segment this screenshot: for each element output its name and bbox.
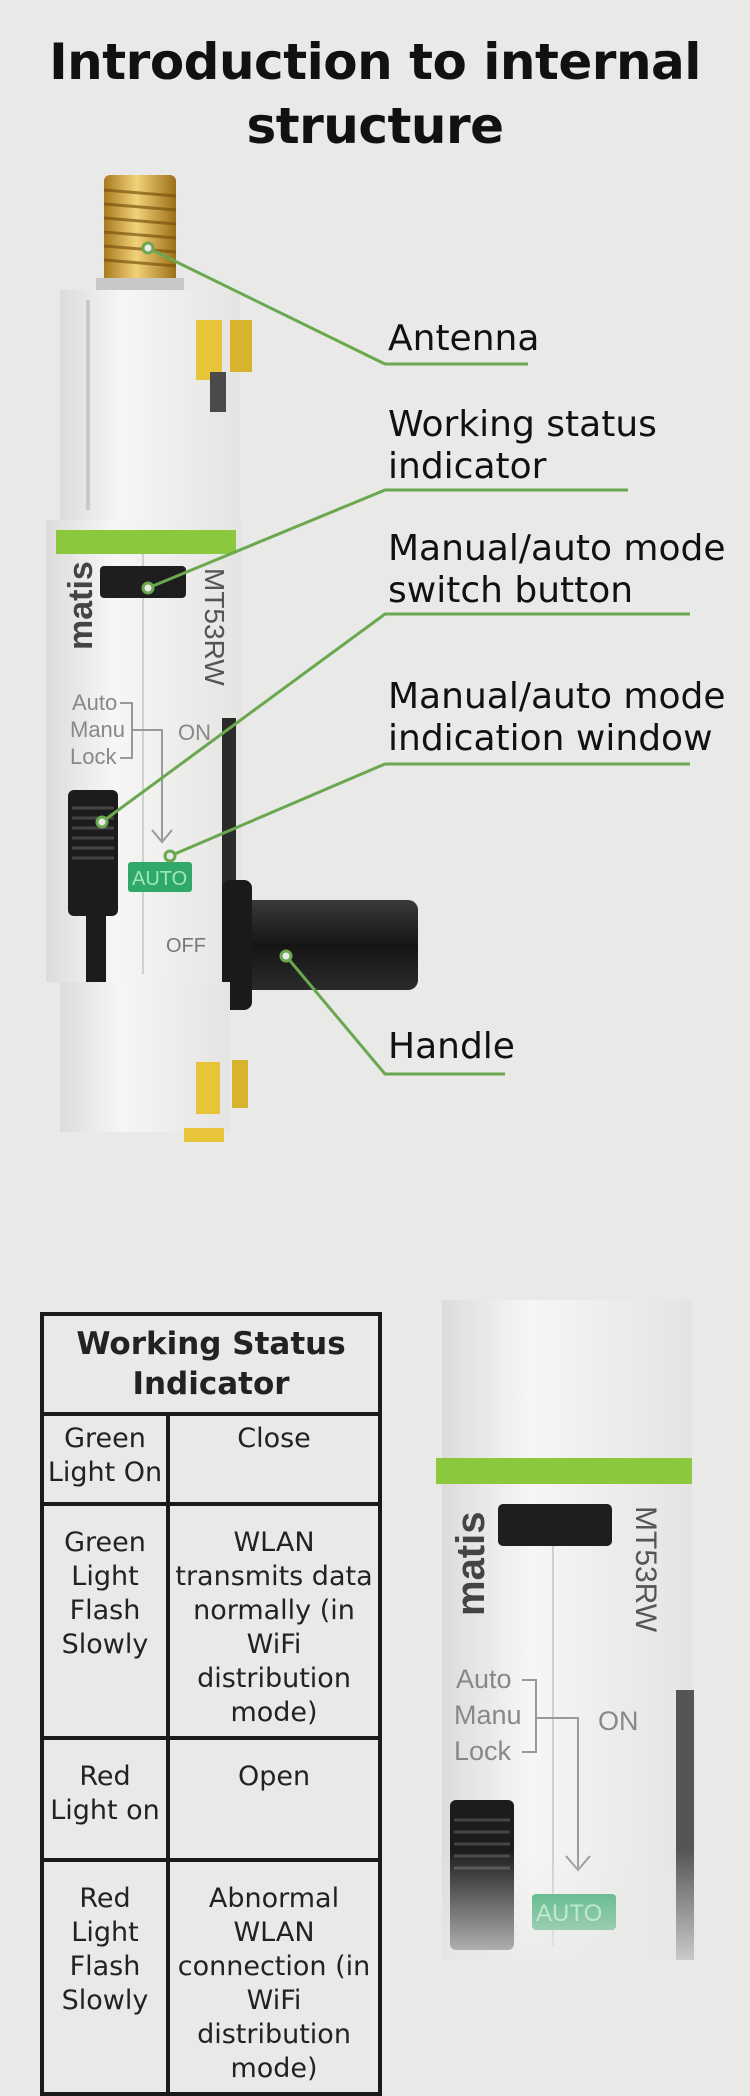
callout-handle: Handle bbox=[388, 1026, 515, 1067]
green-band bbox=[56, 530, 236, 554]
callout-status-indicator-2: indicator bbox=[388, 446, 547, 487]
callout-indication-window-2: indication window bbox=[388, 718, 713, 759]
antenna-line bbox=[147, 246, 528, 366]
table-row: Green Light Flash Slowly WLAN transmits … bbox=[40, 1502, 382, 1740]
handle bbox=[222, 718, 418, 1010]
status-indicator-window bbox=[100, 566, 186, 598]
mode-label-auto: Auto bbox=[72, 690, 117, 715]
status-table-header: Working Status Indicator bbox=[40, 1312, 382, 1416]
device-closeup: matis MT53RW Auto Manu Lock ON AUTO bbox=[420, 1290, 750, 1990]
page-title: Introduction to internal structure bbox=[0, 30, 750, 158]
indication-window-line bbox=[169, 762, 690, 858]
brand-logo: matis bbox=[62, 561, 100, 650]
callout-lines bbox=[101, 246, 690, 1076]
mode-label-lock: Lock bbox=[70, 744, 117, 769]
mode-label-manu: Manu bbox=[70, 717, 125, 742]
table-row: Red Light Flash Slowly Abnormal WLAN con… bbox=[40, 1858, 382, 2096]
on-label: ON bbox=[178, 720, 211, 745]
table-cell-state: Red Light Flash Slowly bbox=[40, 1858, 170, 2096]
table-row: Green Light On Close bbox=[40, 1412, 382, 1506]
table-row: Red Light on Open bbox=[40, 1736, 382, 1862]
callout-switch-button-2: switch button bbox=[388, 570, 634, 611]
table-cell-meaning: WLAN transmits data normally (in WiFi di… bbox=[166, 1502, 382, 1740]
switch-button-line bbox=[101, 612, 690, 824]
mode-bracket bbox=[120, 702, 163, 840]
arrow-down-icon bbox=[151, 829, 173, 844]
antenna-connector bbox=[96, 175, 184, 294]
callout-status-indicator-1: Working status bbox=[388, 404, 657, 445]
callout-antenna: Antenna bbox=[388, 318, 540, 359]
page-title-text: Introduction to internal structure bbox=[49, 33, 701, 155]
table-cell-meaning: Abnormal WLAN connection (in WiFi distri… bbox=[166, 1858, 382, 2096]
off-label: OFF bbox=[166, 935, 206, 957]
callout-switch-button-1: Manual/auto mode bbox=[388, 528, 726, 569]
table-cell-meaning: Close bbox=[166, 1412, 382, 1506]
status-table: Working Status Indicator Green Light On … bbox=[40, 1312, 382, 2096]
table-cell-state: Green Light Flash Slowly bbox=[40, 1502, 170, 1740]
callout-indication-window-1: Manual/auto mode bbox=[388, 676, 726, 717]
table-cell-state: Green Light On bbox=[40, 1412, 170, 1506]
mode-window-text: AUTO bbox=[132, 868, 187, 890]
upper-clip bbox=[196, 320, 222, 380]
status-indicator-line bbox=[147, 488, 628, 590]
table-cell-meaning: Open bbox=[166, 1736, 382, 1862]
handle-line bbox=[284, 955, 505, 1076]
device-illustration: matis MT53RW Auto Manu Lock ON AUTO OFF bbox=[46, 175, 690, 1142]
table-cell-state: Red Light on bbox=[40, 1736, 170, 1862]
model-label: MT53RW bbox=[199, 568, 230, 686]
lower-clip bbox=[196, 1062, 220, 1114]
mode-indication-window bbox=[128, 862, 192, 892]
